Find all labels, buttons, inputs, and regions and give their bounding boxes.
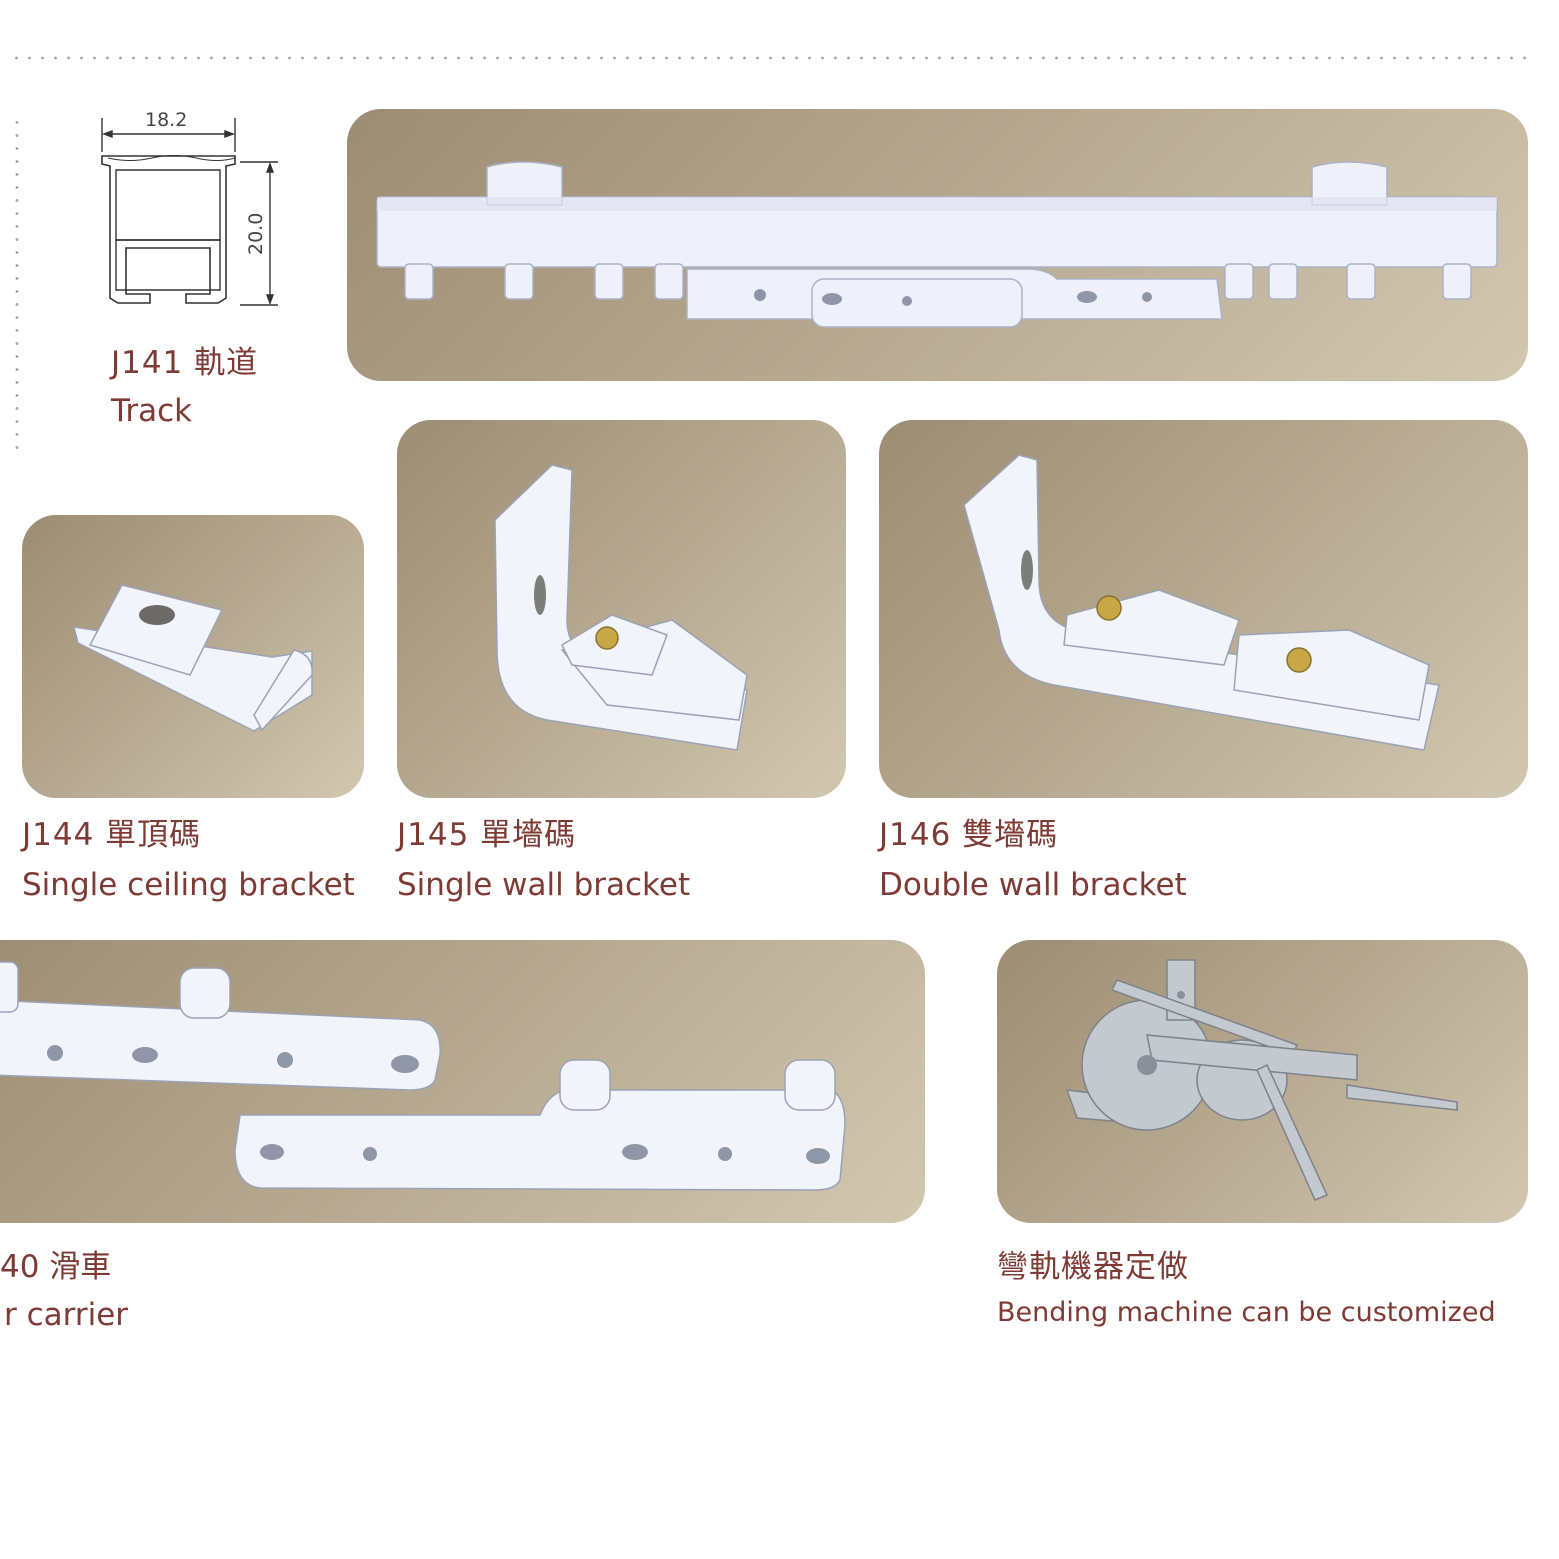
product-code-j146: J146 雙墻碼 [879,817,1059,853]
dotted-divider-vertical [15,116,19,451]
track-profile-diagram: 18.2 20.0 [101,109,278,306]
product-code-j144: J144 單頂碼 [22,817,202,853]
product-name-j145: Single wall bracket [397,867,691,903]
bending-machine-caption-en: Bending machine can be customized [997,1297,1496,1328]
single-wall-bracket-photo [397,420,846,798]
product-code-j145: J145 單墻碼 [397,817,577,853]
track-code-label: J141 軌道 [111,345,259,381]
product-name-j144: Single ceiling bracket [22,867,355,903]
track-name-label: Track [111,393,193,429]
dotted-divider-horizontal [10,56,1530,60]
bending-machine-title-cn: 彎軌機器定做 [997,1249,1189,1285]
product-name-j146: Double wall bracket [879,867,1187,903]
single-ceiling-bracket-photo [22,515,364,798]
product-code-carrier: 40 滑車 [0,1249,112,1285]
track-assembly-photo [347,109,1528,381]
double-wall-bracket-photo [879,420,1528,798]
track-height-label: 20.0 [245,213,267,255]
carrier-photo [0,940,925,1223]
bending-machine-photo [997,940,1528,1223]
track-width-label: 18.2 [145,109,187,131]
product-name-carrier: r carrier [4,1297,129,1333]
